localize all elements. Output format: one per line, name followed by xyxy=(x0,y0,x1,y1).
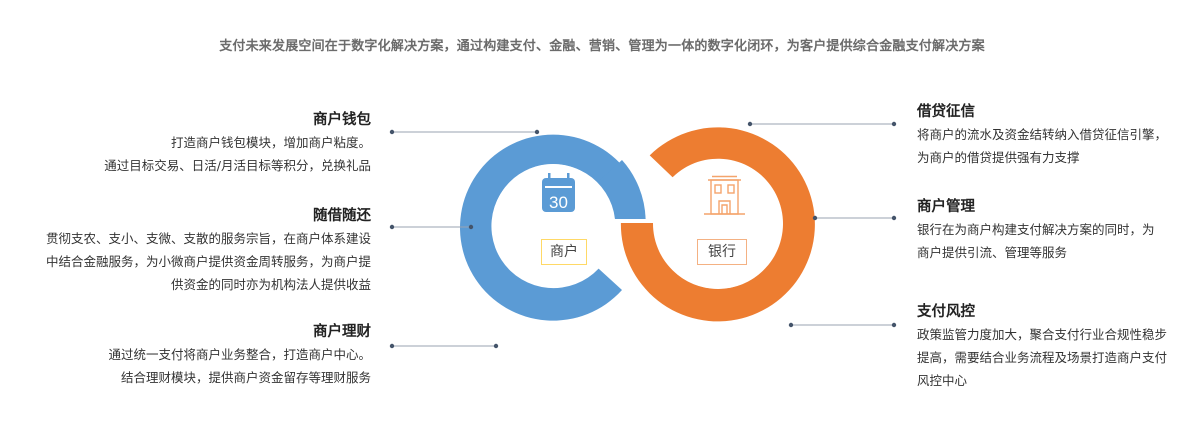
feature-desc-line: 风控中心 xyxy=(917,373,968,388)
feature-merchant-wealth: 商户理财 通过统一支付将商户业务整合，打造商户中心。 结合理财模块，提供商户资金… xyxy=(108,321,371,389)
merchant-label: 商户 xyxy=(541,239,587,265)
calendar-icon: 30 xyxy=(542,173,575,212)
connector-left-2 xyxy=(389,224,474,230)
connector-right-2 xyxy=(812,215,897,221)
feature-desc-line: 中结合金融服务，为小微商户提供资金周转服务，为商户提 xyxy=(45,254,371,269)
merchant-ring xyxy=(460,134,646,321)
connector-right-1 xyxy=(747,121,897,127)
connector-left-1 xyxy=(389,129,540,135)
feature-desc-line: 结合理财模块，提供商户资金留存等理财服务 xyxy=(120,370,371,385)
feature-desc-line: 将商户的流水及资金结转纳入借贷征信引擎， xyxy=(917,127,1168,142)
feature-title: 商户理财 xyxy=(313,324,371,340)
feature-desc-line: 政策监管力度加大，聚合支付行业合规性稳步 xyxy=(917,327,1168,342)
feature-desc-line: 银行在为商户构建支付解决方案的同时，为 xyxy=(917,222,1155,237)
feature-desc-line: 贯彻支农、支小、支微、支散的服务宗旨，在商户体系建设 xyxy=(45,231,371,246)
feature-desc-line: 提高，需要结合业务流程及场景打造商户支付 xyxy=(917,350,1168,365)
feature-desc-line: 通过统一支付将商户业务整合，打造商户中心。 xyxy=(108,347,371,362)
feature-merchant-management: 商户管理 银行在为商户构建支付解决方案的同时，为 商户提供引流、管理等服务 xyxy=(917,196,1155,264)
feature-merchant-wallet: 商户钱包 打造商户钱包模块，增加商户粘度。 通过目标交易、日活/月活目标等积分，… xyxy=(104,109,371,177)
feature-desc-line: 为商户的借贷提供强有力支撑 xyxy=(917,150,1080,165)
bank-ring xyxy=(620,127,815,322)
feature-payment-risk-control: 支付风控 政策监管力度加大，聚合支付行业合规性稳步 提高，需要结合业务流程及场景… xyxy=(917,301,1167,392)
feature-credit-reporting: 借贷征信 将商户的流水及资金结转纳入借贷征信引擎， 为商户的借贷提供强有力支撑 xyxy=(917,101,1167,169)
feature-title: 借贷征信 xyxy=(917,104,975,120)
feature-desc-line: 供资金的同时亦为机构法人提供收益 xyxy=(170,277,371,292)
feature-desc-line: 通过目标交易、日活/月活目标等积分，兑换礼品 xyxy=(104,158,371,173)
feature-title: 商户管理 xyxy=(917,199,975,215)
feature-title: 支付风控 xyxy=(917,304,975,320)
feature-title: 商户钱包 xyxy=(313,112,371,128)
bank-label: 银行 xyxy=(697,239,747,265)
building-icon xyxy=(704,175,745,215)
merchant-ring-overlap xyxy=(600,160,646,219)
connector-right-3 xyxy=(788,322,897,328)
connector-left-3 xyxy=(389,343,499,349)
feature-title: 随借随还 xyxy=(313,208,371,224)
svg-text:30: 30 xyxy=(549,193,568,212)
feature-flexible-loan: 随借随还 贯彻支农、支小、支微、支散的服务宗旨，在商户体系建设 中结合金融服务，… xyxy=(46,205,371,296)
headline: 支付未来发展空间在于数字化解决方案，通过构建支付、金融、营销、管理为一体的数字化… xyxy=(219,39,985,54)
feature-desc-line: 打造商户钱包模块，增加商户粘度。 xyxy=(170,135,371,150)
feature-desc-line: 商户提供引流、管理等服务 xyxy=(917,245,1068,260)
